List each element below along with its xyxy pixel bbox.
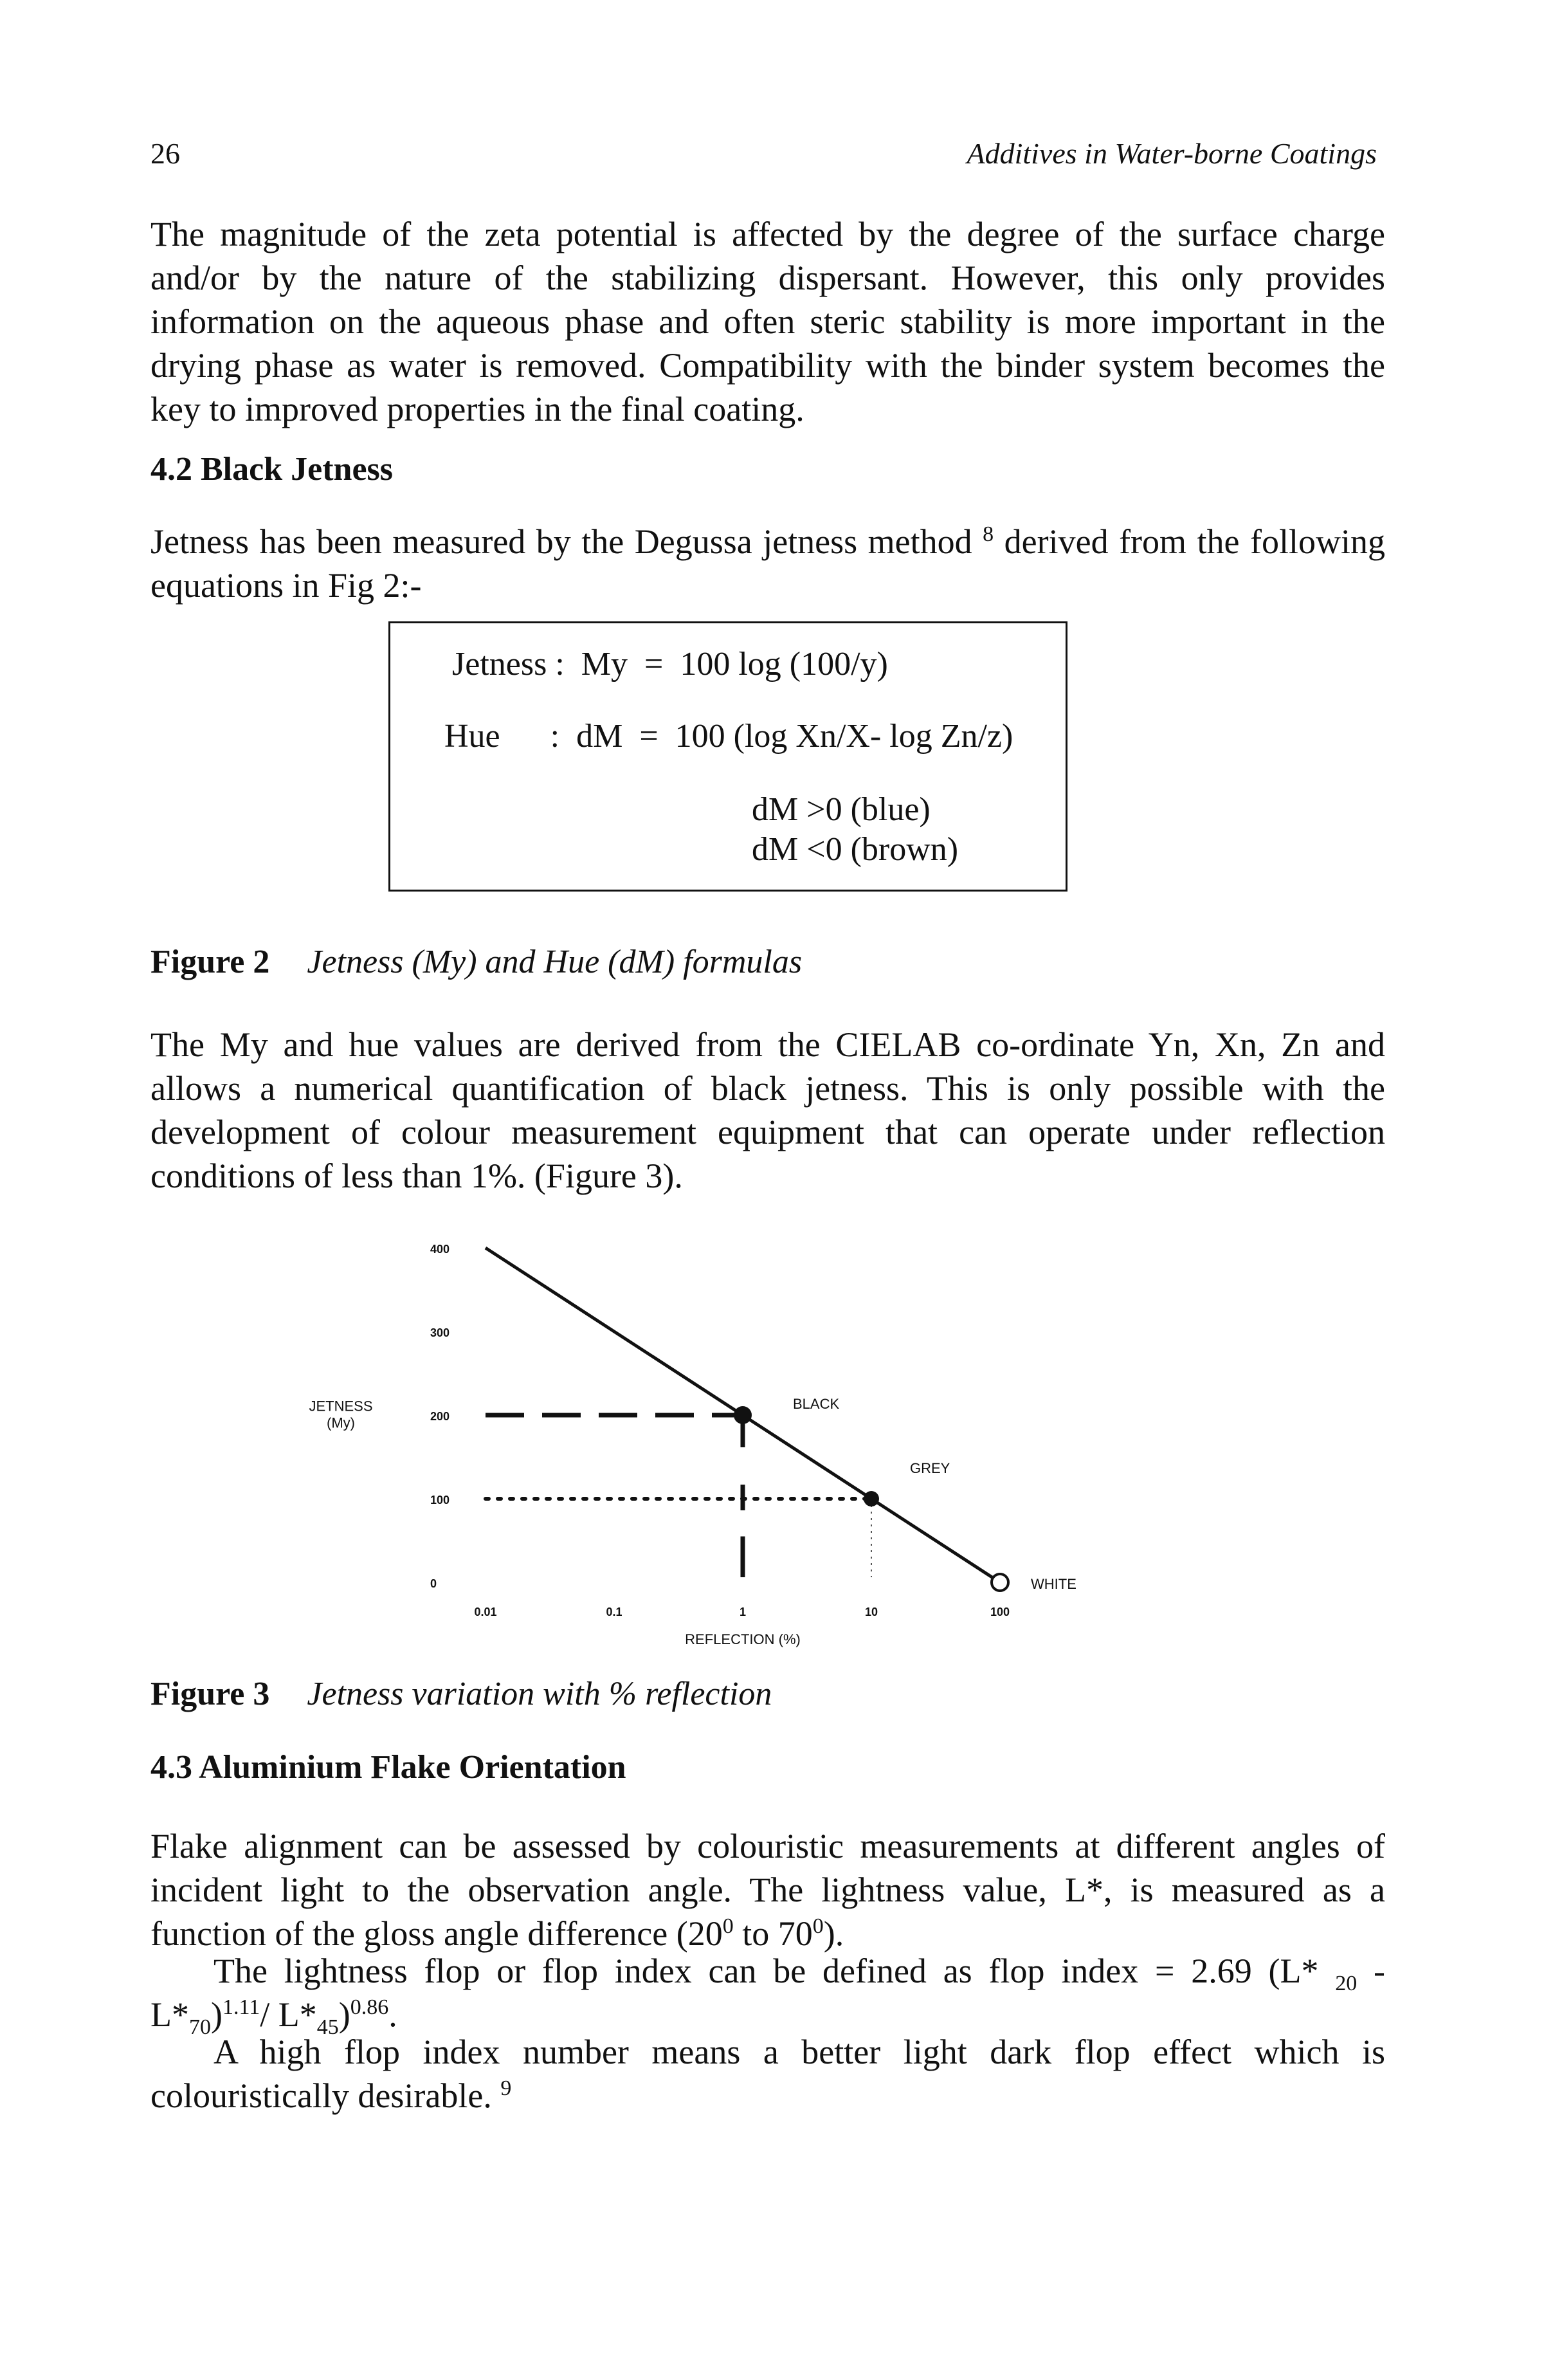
subscript-70: 70 [189, 2015, 211, 2039]
section-heading-aluminium-flake: 4.3 Aluminium Flake Orientation [150, 1749, 626, 1786]
paragraph-flake-alignment: Flake alignment can be assessed by colou… [150, 1824, 1385, 1955]
paragraph-jetness-method: Jetness has been measured by the Degussa… [150, 520, 1385, 607]
subscript-45: 45 [316, 2015, 339, 2039]
paragraph-cielab: The My and hue values are derived from t… [150, 1025, 1385, 1195]
superscript-degree-b: 0 [812, 1914, 824, 1938]
black-point [734, 1406, 752, 1424]
para5-text-a: The lightness flop or flop index can be … [213, 1952, 1336, 1990]
para4-text-b: to 70 [733, 1914, 813, 1953]
x-tick-label-100: 100 [990, 1606, 1010, 1618]
y-axis-label-line1: JETNESS [309, 1398, 372, 1414]
jetness-chart: 0 100 200 300 400 0.01 0.1 1 10 100 JETNESS(My) REF… [309, 1243, 1076, 1647]
white-point [990, 1573, 1010, 1592]
formula-dm-brown: dM <0 (brown) [752, 831, 959, 868]
para4-text-a: Flake alignment can be assessed by colou… [150, 1827, 1385, 1953]
reference-9: 9 [500, 2076, 512, 2100]
y-axis-label-line2: (My) [327, 1415, 355, 1431]
figure-2-label: Figure 2 [150, 944, 270, 980]
para6-text: A high flop index number means a better … [150, 2033, 1385, 2115]
formula-dm-blue: dM >0 (blue) [752, 791, 931, 828]
para5-text-f: . [388, 1995, 397, 2034]
y-tick-label-0: 0 [430, 1577, 437, 1590]
formula-jetness: Jetness : My = 100 log (100/y) [452, 646, 888, 682]
superscript-degree-a: 0 [722, 1914, 734, 1938]
figure-3-title: Jetness variation with % reflection [307, 1676, 772, 1712]
paragraph-zeta-potential: The magnitude of the zeta potential is a… [150, 215, 1385, 428]
y-tick-label-300: 300 [430, 1326, 450, 1339]
x-axis-label: REFLECTION (%) [685, 1631, 801, 1647]
superscript-111: 1.11 [222, 1995, 260, 2019]
paragraph-flop-effect: A high flop index number means a better … [150, 2030, 1385, 2118]
y-tick-label-200: 200 [430, 1410, 450, 1423]
para2-text: Jetness has been measured by the Degussa… [150, 522, 983, 561]
x-tick-label-0-01: 0.01 [474, 1606, 496, 1618]
x-tick-label-10: 10 [865, 1606, 878, 1618]
x-tick-label-0-1: 0.1 [606, 1606, 622, 1618]
para5-text-c: ) [211, 1995, 223, 2034]
subscript-20: 20 [1335, 1971, 1358, 1995]
grey-point [864, 1491, 879, 1506]
section-heading-black-jetness: 4.2 Black Jetness [150, 451, 393, 488]
para2-text-end: derived from the following equations in … [150, 522, 1385, 605]
x-tick-label-1: 1 [740, 1606, 746, 1618]
para5-text-b: - L* [150, 1952, 1385, 2034]
formula-box: Jetness : My = 100 log (100/y) Hue : dM … [388, 621, 1067, 892]
black-annotation-label: BLACK [793, 1396, 839, 1412]
paragraph-flop-index: The lightness flop or flop index can be … [150, 1949, 1385, 2039]
para4-text-c: ). [823, 1914, 844, 1953]
figure-3-caption: Figure 3 Jetness variation with % reflect… [150, 1675, 772, 1713]
y-tick-label-400: 400 [430, 1243, 450, 1256]
reference-8: 8 [983, 522, 994, 546]
superscript-086: 0.86 [350, 1995, 389, 2019]
white-annotation-label: WHITE [1031, 1576, 1076, 1592]
formula-hue: Hue : dM = 100 (log Xn/X- log Zn/z) [444, 718, 1013, 755]
running-title: Additives in Water-borne Coatings [967, 137, 1377, 170]
figure-3-label: Figure 3 [150, 1676, 270, 1712]
page-number: 26 [150, 137, 180, 170]
para5-text-d: / L* [260, 1995, 317, 2034]
y-tick-label-100: 100 [430, 1494, 450, 1506]
para5-text-e: ) [338, 1995, 350, 2034]
figure-2-caption: Figure 2 Jetness (My) and Hue (dM) formul… [150, 943, 802, 981]
grey-annotation-label: GREY [910, 1460, 950, 1476]
figure-2-title: Jetness (My) and Hue (dM) formulas [307, 944, 803, 980]
